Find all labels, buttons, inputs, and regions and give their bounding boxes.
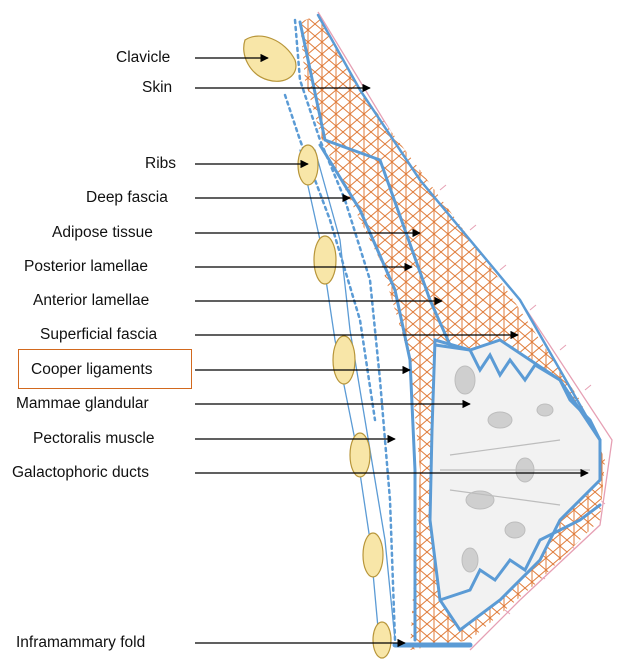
label-mammae-glandular: Mammae glandular: [16, 396, 149, 412]
rib-5: [363, 533, 383, 577]
label-skin: Skin: [142, 80, 172, 96]
rib-6: [373, 622, 391, 658]
label-clavicle: Clavicle: [116, 50, 170, 66]
label-superficial-fascia: Superficial fascia: [40, 327, 157, 343]
rib-3: [333, 336, 355, 384]
label-anterior-lamellae: Anterior lamellae: [33, 293, 149, 309]
label-cooper-ligaments: Cooper ligaments: [31, 362, 152, 378]
label-posterior-lamellae: Posterior lamellae: [24, 259, 148, 275]
label-adipose-tissue: Adipose tissue: [52, 225, 153, 241]
label-inframammary-fold: Inframammary fold: [16, 635, 145, 651]
label-galactophoric-ducts: Galactophoric ducts: [12, 465, 149, 481]
clavicle-bone: [244, 36, 296, 81]
rib-1: [298, 145, 318, 185]
label-ribs: Ribs: [145, 156, 176, 172]
label-deep-fascia: Deep fascia: [86, 190, 168, 206]
label-pectoralis-muscle: Pectoralis muscle: [33, 431, 154, 447]
rib-2: [314, 236, 336, 284]
